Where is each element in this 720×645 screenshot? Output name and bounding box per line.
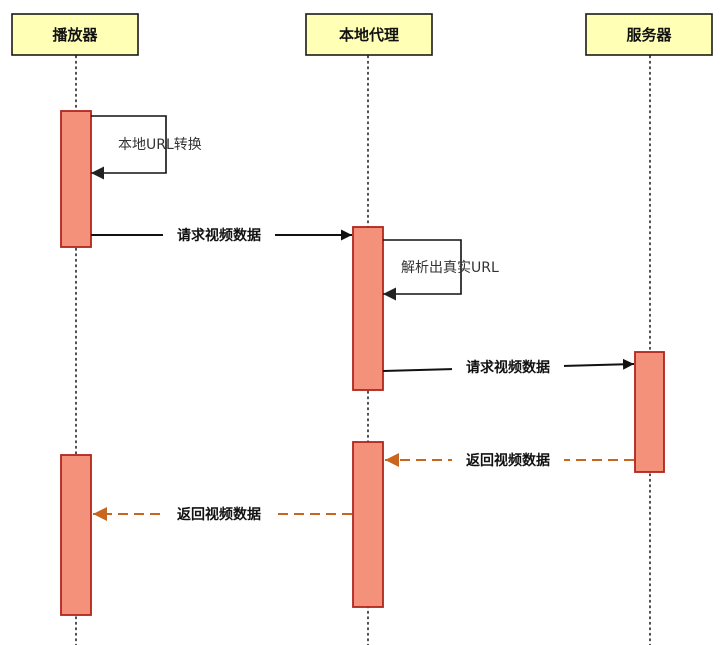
message-request-proxy-label: 请求视频数据 xyxy=(177,227,261,244)
self-message-proxy: 解析出真实URL xyxy=(383,239,499,301)
message-request-proxy: 请求视频数据 xyxy=(91,225,352,245)
message-return-player-label: 返回视频数据 xyxy=(177,506,261,523)
activation-proxy-2 xyxy=(352,441,384,608)
message-return-proxy: 返回视频数据 xyxy=(385,450,634,470)
participant-proxy-label: 本地代理 xyxy=(339,26,399,44)
message-return-proxy-label: 返回视频数据 xyxy=(466,452,550,469)
participant-player-label: 播放器 xyxy=(52,26,98,44)
activation-player-1 xyxy=(60,110,92,248)
activation-server-1 xyxy=(634,351,665,473)
self-message-player: 本地URL转换 xyxy=(91,115,202,180)
message-return-player: 返回视频数据 xyxy=(93,504,352,524)
activation-proxy-1 xyxy=(352,226,384,391)
message-request-server-label: 请求视频数据 xyxy=(466,359,550,376)
self-message-player-label: 本地URL转换 xyxy=(118,136,202,153)
message-request-server: 请求视频数据 xyxy=(382,357,635,377)
participant-server-label: 服务器 xyxy=(626,26,672,44)
self-message-proxy-label: 解析出真实URL xyxy=(401,260,499,276)
participant-proxy[interactable]: 本地代理 xyxy=(305,13,433,56)
participant-server[interactable]: 服务器 xyxy=(585,13,713,56)
activation-player-2 xyxy=(60,454,92,616)
participant-player[interactable]: 播放器 xyxy=(11,13,139,56)
